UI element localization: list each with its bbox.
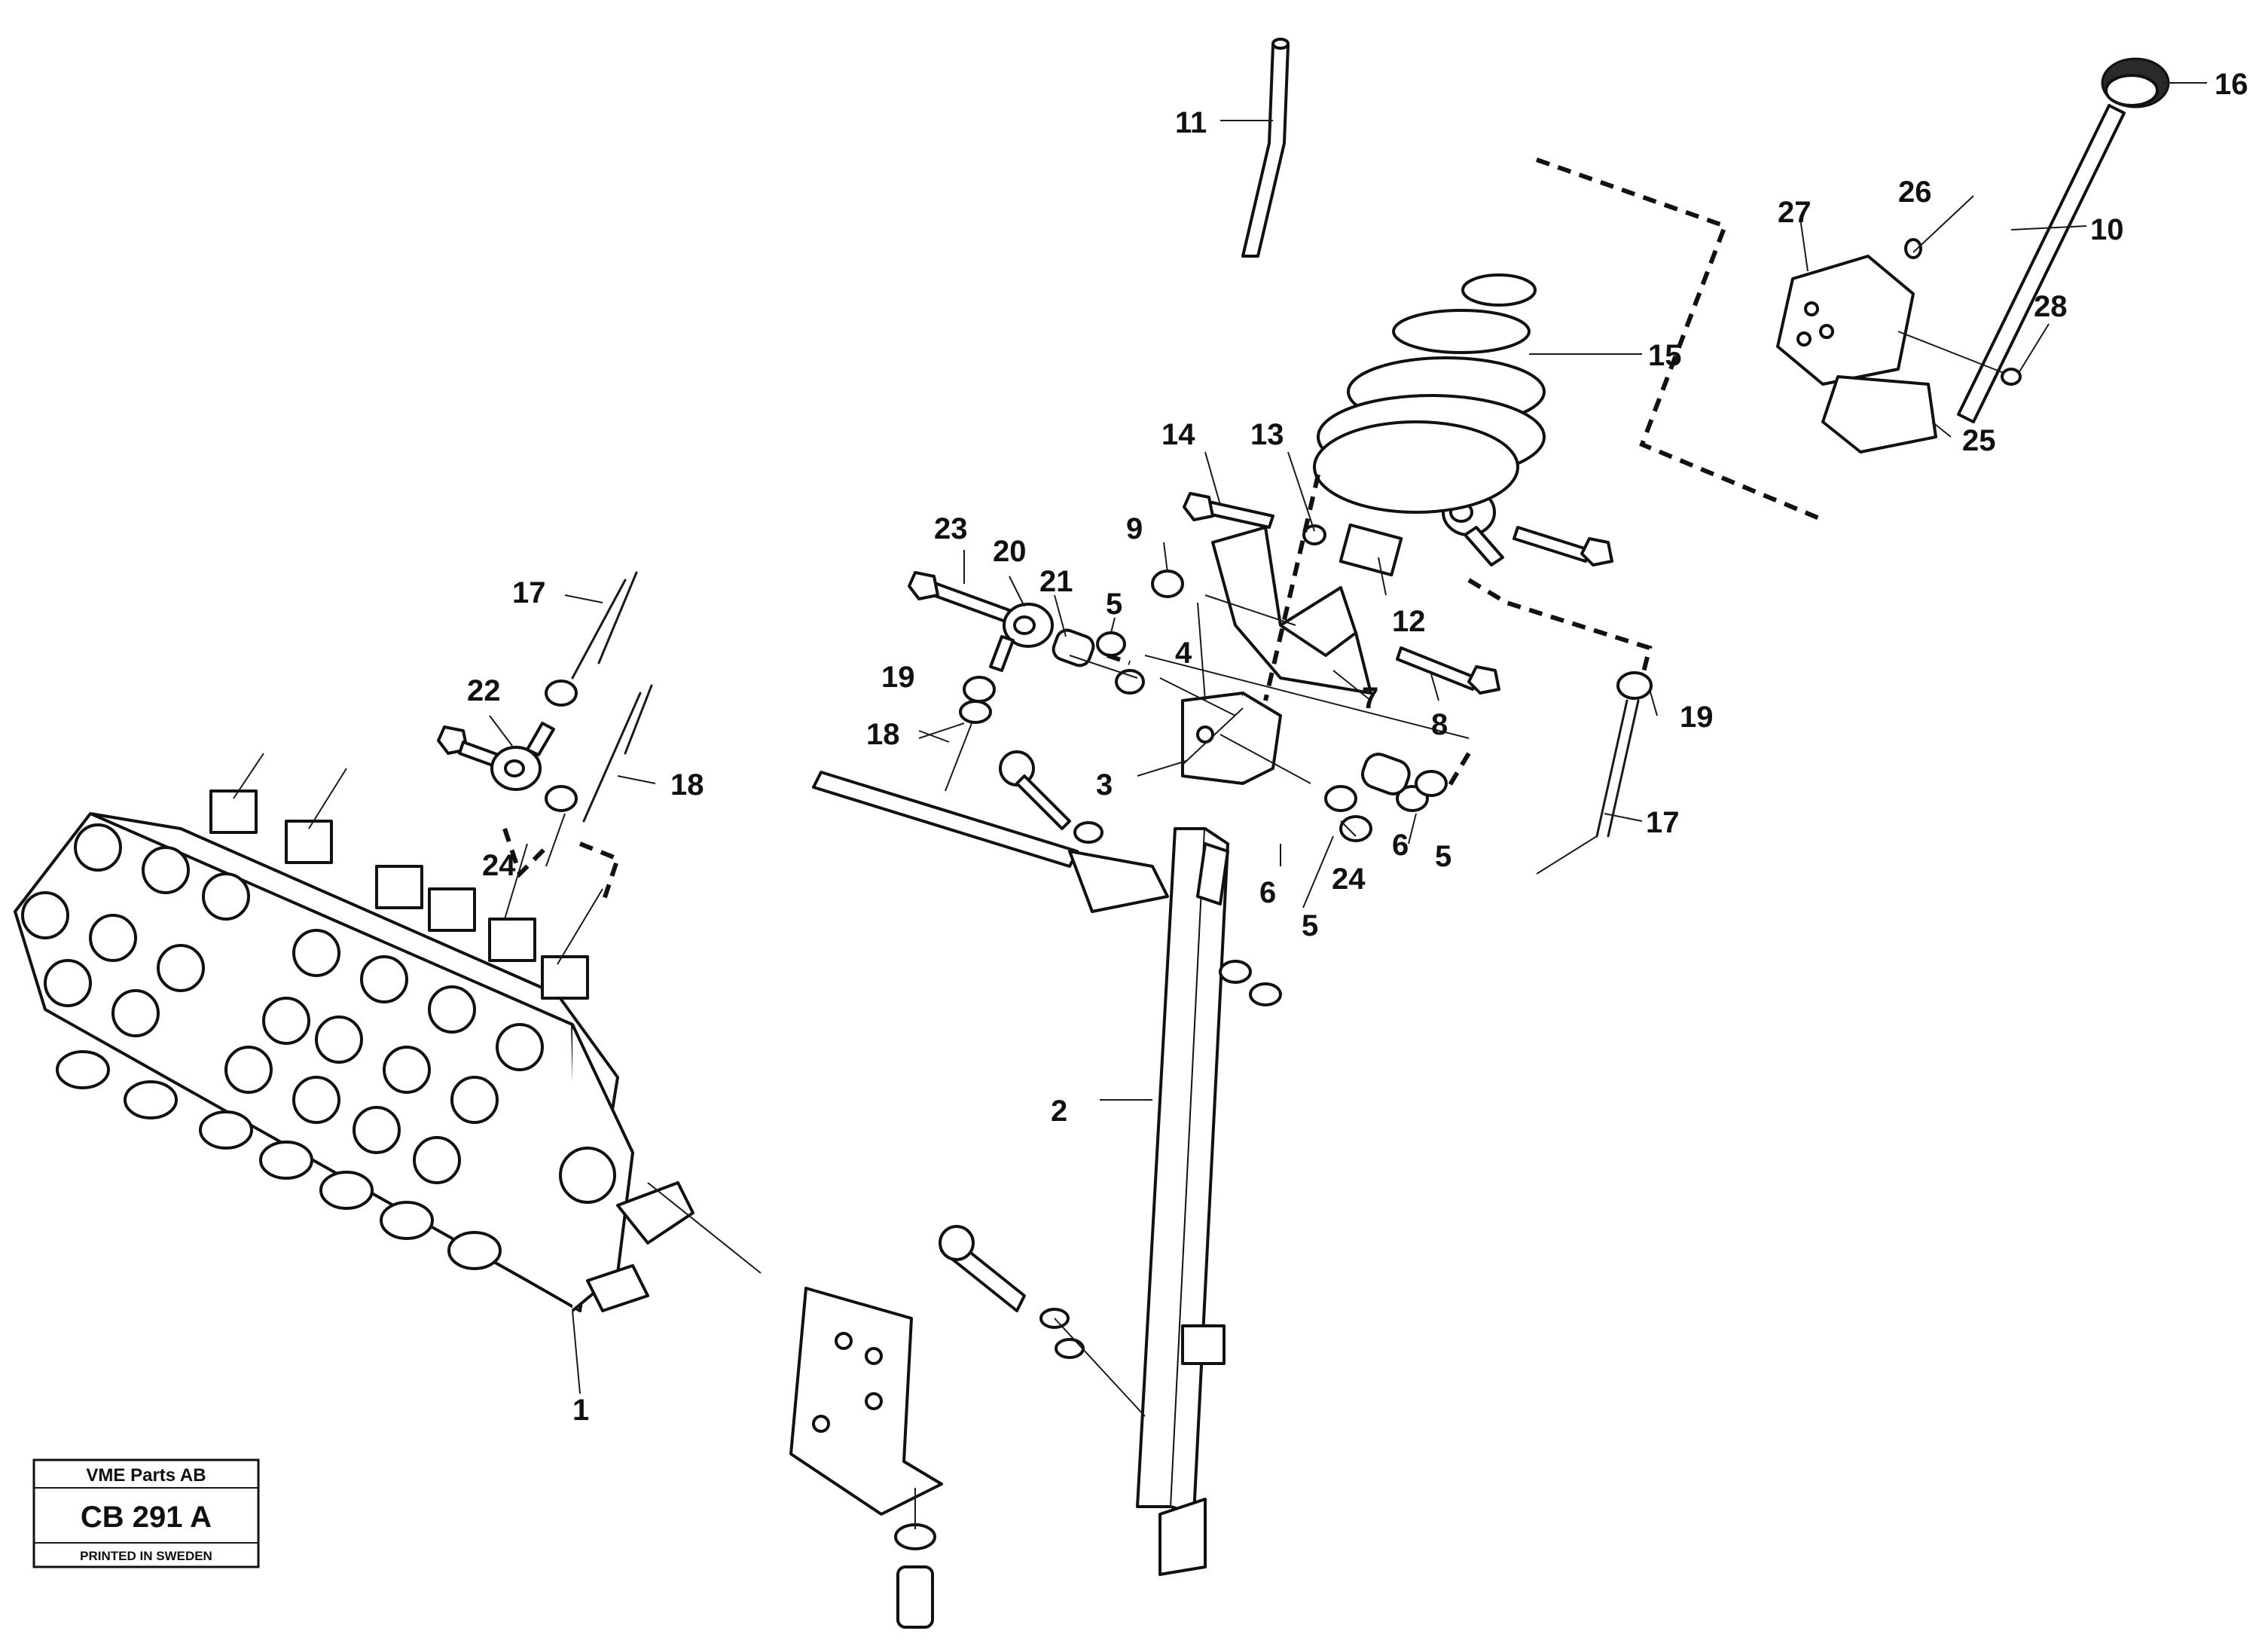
callout-4: 4 [1175,637,1192,670]
callout-17b: 17 [1646,806,1680,839]
callout-5a: 5 [1106,588,1122,621]
callout-12: 12 [1392,605,1426,638]
callout-22: 22 [467,674,501,707]
callout-2: 2 [1051,1095,1067,1128]
linkage-center [1052,488,1613,842]
callout-labels: 1 2 3 4 5 5 5 6 6 7 8 9 10 11 12 13 14 1… [467,68,2248,1427]
callout-28: 28 [2034,290,2068,323]
printed-in: PRINTED IN SWEDEN [80,1549,212,1563]
callout-5b: 5 [1435,840,1451,873]
rubber-bellows [1313,273,1546,514]
callout-23: 23 [934,512,968,545]
callout-26: 26 [1898,176,1932,209]
shift-rod [812,750,1169,913]
company-name: VME Parts AB [86,1465,206,1486]
valve-spool-caps [209,789,589,1000]
callout-6a: 6 [1392,829,1409,862]
callout-24b: 24 [1332,863,1366,896]
callout-17a: 17 [512,576,546,609]
callout-18a: 18 [670,768,704,802]
leader-lines [489,82,2207,1394]
valve-outlet-row [56,1050,502,1270]
callout-19a: 19 [881,661,915,694]
callout-11: 11 [1175,106,1207,139]
callout-1: 1 [572,1394,589,1427]
callout-9: 9 [1126,512,1143,545]
title-block: VME Parts AB CB 291 A PRINTED IN SWEDEN [32,1458,260,1568]
callout-14: 14 [1161,418,1195,451]
callout-25: 25 [1962,424,1996,457]
callout-27: 27 [1778,196,1812,229]
dashed-connectors [502,157,1824,905]
mounting-bracket [789,1287,943,1629]
callout-13: 13 [1250,418,1284,451]
callout-16: 16 [2215,68,2248,101]
callout-19b: 19 [1680,701,1714,734]
drawing-code: CB 291 A [81,1501,212,1534]
callout-15: 15 [1648,339,1682,372]
right-spring-rod [1536,671,1653,875]
left-rod-end-linkage [908,571,1138,792]
gear-lever-assembly [1776,57,2170,454]
callout-18b: 18 [866,718,900,751]
callout-6b: 6 [1259,876,1276,909]
callout-24a: 24 [482,849,516,882]
control-valve-block [14,753,762,1312]
valve-rod-end-linkage [437,571,653,823]
callout-5c: 5 [1302,909,1318,942]
callout-20: 20 [993,535,1027,568]
callout-21: 21 [1039,565,1073,598]
callout-3: 3 [1096,768,1113,802]
callout-8: 8 [1431,708,1448,741]
support-bar [939,827,1282,1576]
callout-10: 10 [2090,213,2124,246]
lever-upper [1241,38,1290,258]
valve-port-grid [21,823,616,1204]
callout-7: 7 [1362,682,1378,715]
